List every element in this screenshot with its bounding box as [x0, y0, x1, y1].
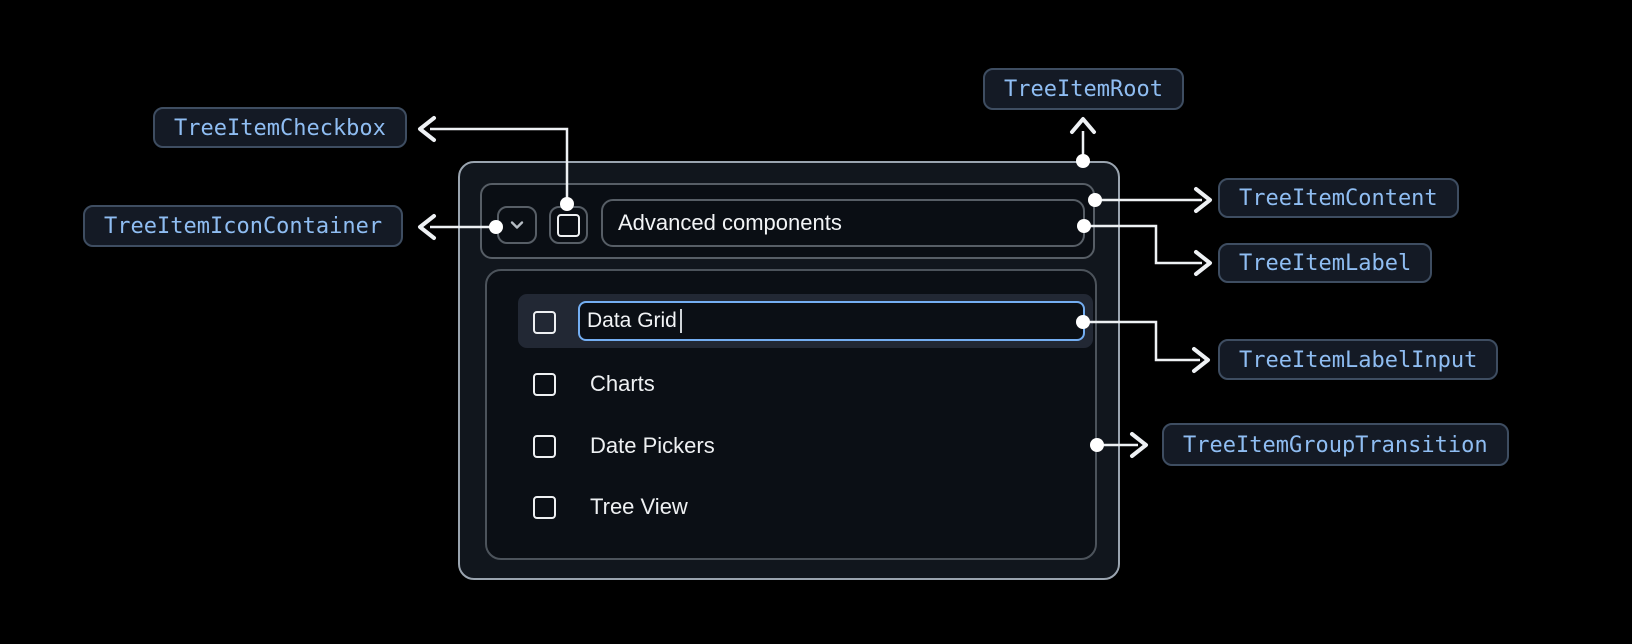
annotation-tree-item-checkbox: TreeItemCheckbox: [153, 107, 407, 148]
label-input-value: Data Grid: [587, 309, 677, 332]
tree-row-label[interactable]: Tree View: [590, 494, 688, 519]
tree-row-label[interactable]: Date Pickers: [590, 433, 715, 458]
expand-button[interactable]: [497, 206, 537, 244]
arrow-right-icon: [1194, 250, 1212, 276]
annotation-tree-item-icon-container: TreeItemIconContainer: [83, 205, 404, 247]
arrow-up-icon: [1070, 117, 1096, 134]
checkbox-unchecked-icon: [557, 213, 580, 237]
tree-row-label[interactable]: Charts: [590, 371, 655, 396]
arrow-left-icon: [418, 214, 436, 240]
text-caret: [679, 309, 682, 333]
checkbox-unchecked-icon[interactable]: [533, 496, 556, 519]
chevron-down-icon: [505, 213, 529, 237]
annotation-tree-item-label: TreeItemLabel: [1218, 243, 1433, 283]
checkbox-unchecked-icon[interactable]: [533, 311, 556, 334]
annotation-tree-item-group-transition: TreeItemGroupTransition: [1162, 423, 1509, 466]
arrow-right-icon: [1130, 432, 1148, 458]
tree-item-checkbox[interactable]: [549, 206, 588, 244]
tree-item-label-input[interactable]: Data Grid: [578, 301, 1085, 341]
arrow-left-icon: [418, 116, 436, 142]
parent-label-text: Advanced components: [618, 210, 842, 235]
annotation-tree-item-content: TreeItemContent: [1218, 178, 1459, 218]
annotation-tree-item-root: TreeItemRoot: [983, 68, 1184, 110]
annotation-tree-item-label-input: TreeItemLabelInput: [1218, 339, 1499, 380]
checkbox-unchecked-icon[interactable]: [533, 435, 556, 458]
tree-item-label: Advanced components: [601, 199, 1085, 247]
arrow-right-icon: [1192, 347, 1210, 373]
arrow-right-icon: [1194, 187, 1212, 213]
checkbox-unchecked-icon[interactable]: [533, 373, 556, 396]
